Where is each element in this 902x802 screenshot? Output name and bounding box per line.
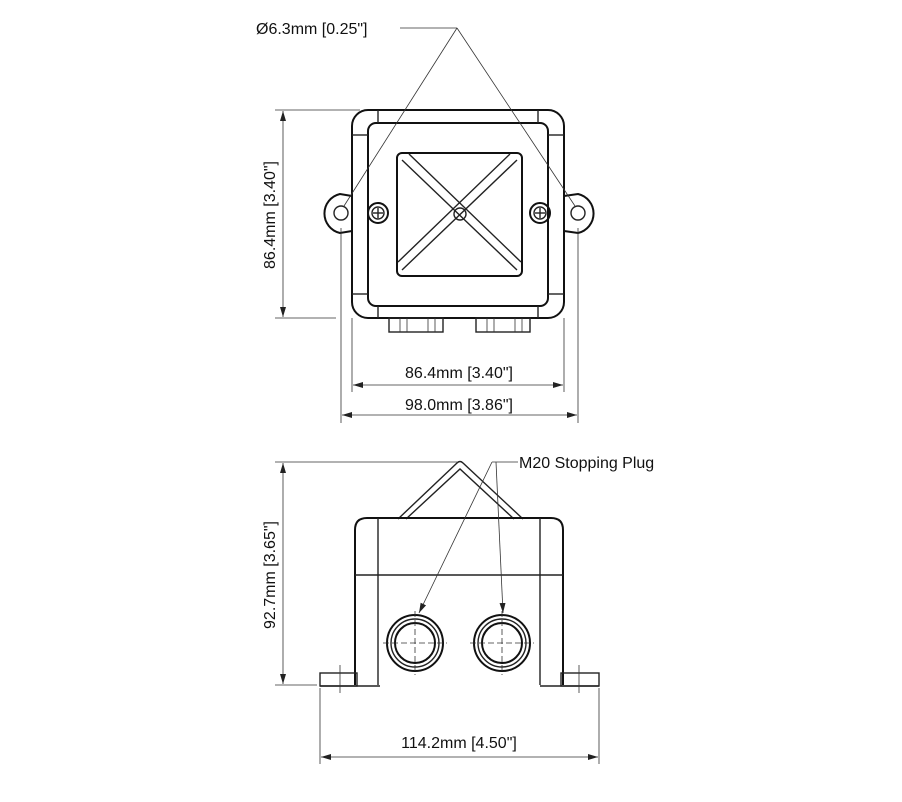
front-view: M20 Stopping Plug 92.7mm [3.65"] 114.2mm… bbox=[262, 455, 654, 764]
hole-diameter-callout: Ø6.3mm [0.25"] bbox=[256, 21, 576, 207]
enclosure-front-outline bbox=[354, 517, 564, 685]
left-mounting-hole bbox=[333, 205, 349, 221]
top-view: Ø6.3mm [0.25"] 86.4mm [3.40"] 86.4mm [3.… bbox=[256, 21, 595, 423]
left-mounting-ear bbox=[323, 192, 353, 235]
top-height-label: 86.4mm [3.40"] bbox=[262, 161, 279, 269]
right-stopping-plug bbox=[470, 611, 534, 675]
left-screw-icon bbox=[367, 202, 389, 224]
enclosure-body-outline bbox=[351, 109, 565, 319]
plug-label: M20 Stopping Plug bbox=[519, 455, 654, 472]
front-height-dimension: 92.7mm [3.65"] bbox=[262, 461, 458, 686]
right-mounting-hole bbox=[570, 205, 586, 221]
hole-diameter-label: Ø6.3mm [0.25"] bbox=[256, 21, 368, 38]
left-foot bbox=[319, 672, 358, 687]
right-foot bbox=[560, 672, 600, 687]
bottom-plugs bbox=[388, 317, 531, 333]
front-width-label: 114.2mm [4.50"] bbox=[401, 735, 517, 752]
body-width-label: 86.4mm [3.40"] bbox=[405, 365, 513, 382]
right-screw-icon bbox=[529, 202, 551, 224]
top-height-dimension: 86.4mm [3.40"] bbox=[262, 109, 360, 319]
top-width-dimensions: 86.4mm [3.40"] 98.0mm [3.86"] bbox=[340, 228, 579, 423]
front-height-label: 92.7mm [3.65"] bbox=[262, 521, 279, 629]
left-stopping-plug bbox=[383, 611, 447, 675]
plug-callout: M20 Stopping Plug bbox=[418, 455, 654, 614]
front-width-dimension: 114.2mm [4.50"] bbox=[319, 688, 600, 764]
beacon-lens-profile bbox=[397, 460, 524, 520]
lens-window bbox=[396, 152, 523, 277]
right-mounting-ear bbox=[563, 192, 595, 235]
overall-width-label: 98.0mm [3.86"] bbox=[405, 397, 513, 414]
